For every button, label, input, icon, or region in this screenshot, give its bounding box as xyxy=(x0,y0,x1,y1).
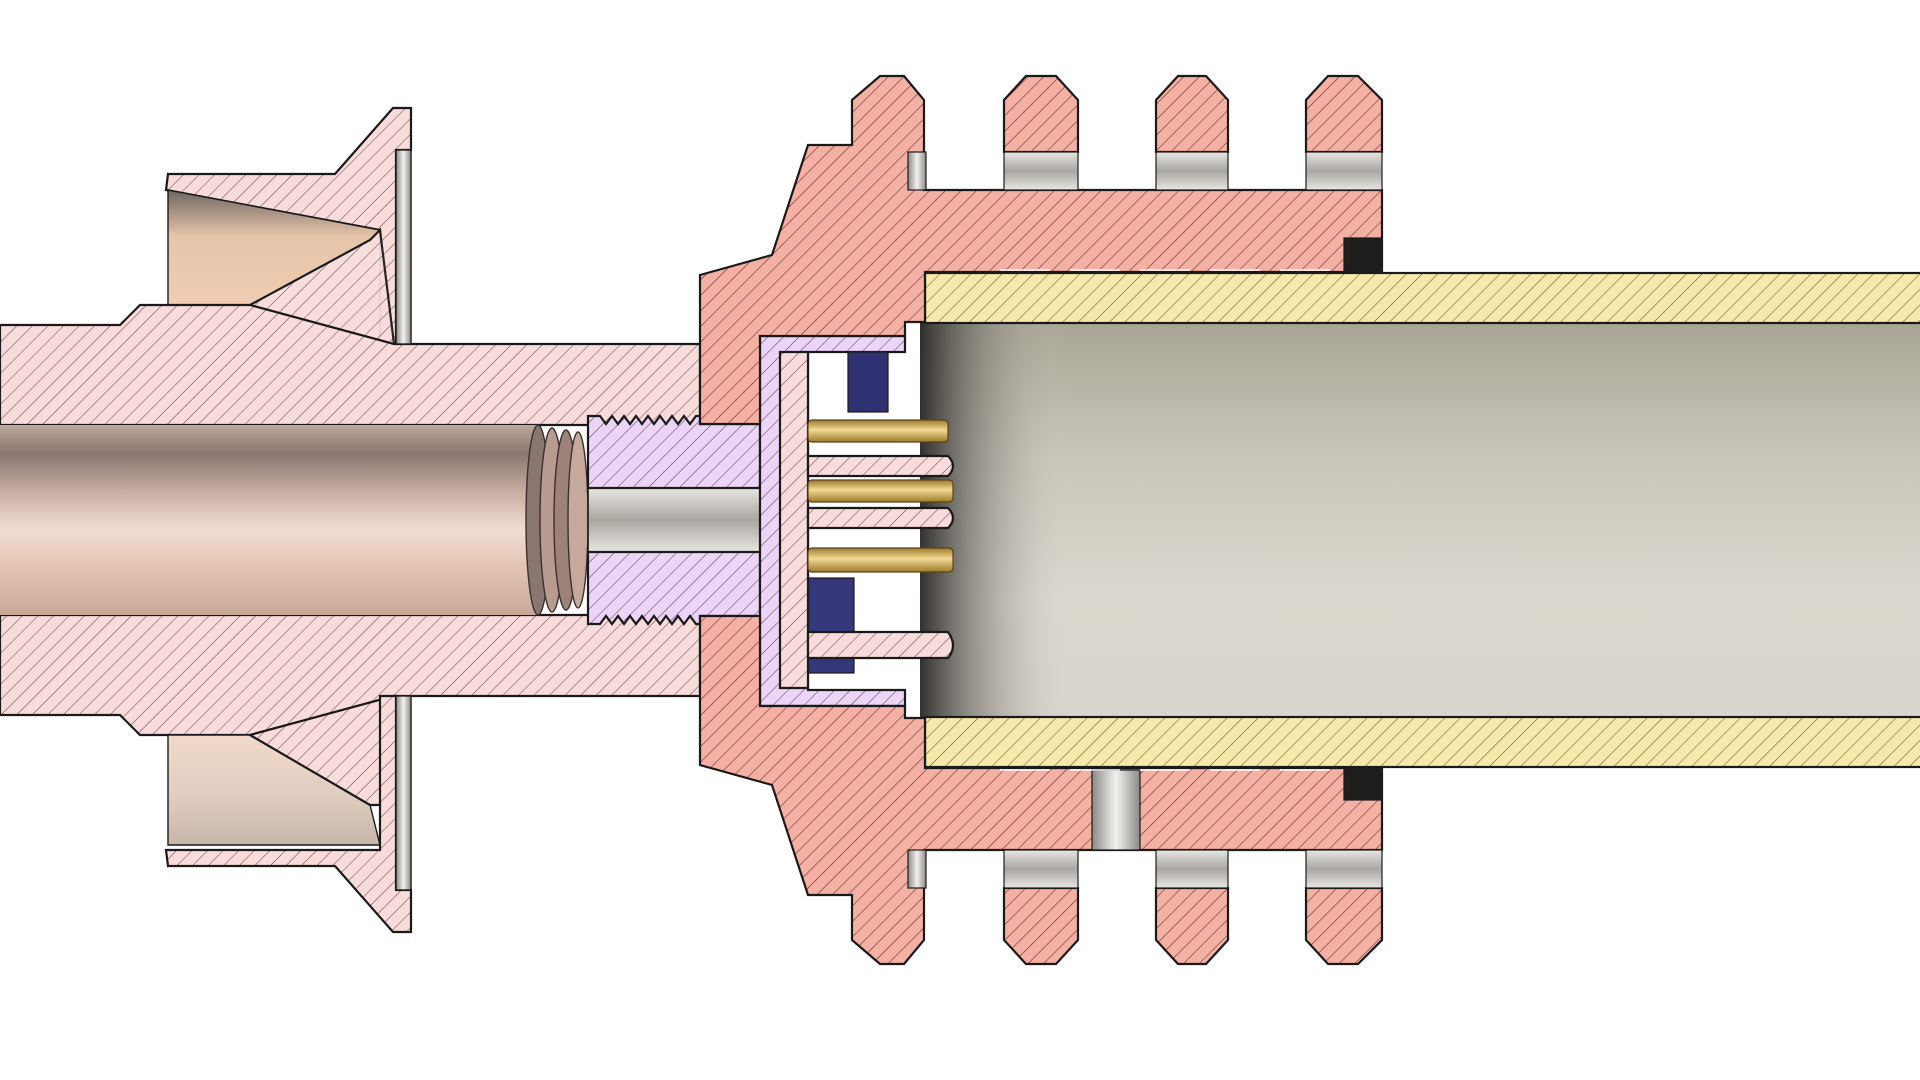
groove-bottom-1 xyxy=(1003,849,1079,889)
seal-top xyxy=(1343,237,1383,273)
cable-threads xyxy=(525,424,589,616)
contact-carrier xyxy=(778,350,955,690)
carrier-tine-3 xyxy=(806,630,955,660)
tube-wall-bottom xyxy=(923,715,1920,769)
pin-2 xyxy=(807,479,954,503)
tube-wall-top xyxy=(923,271,1920,325)
fin-top-3 xyxy=(1304,74,1384,154)
left-cavity-bottom xyxy=(167,734,381,846)
seal-bottom xyxy=(1343,767,1383,801)
contact-pins xyxy=(807,419,954,573)
groove-bottom-2 xyxy=(1155,849,1229,889)
fin-bottom-3 xyxy=(1304,886,1384,966)
cable xyxy=(0,424,789,616)
fin-bottom-2 xyxy=(1154,886,1230,966)
left-flange-edge-top xyxy=(395,149,412,345)
center-conductor xyxy=(587,487,789,553)
fin-bottom-1 xyxy=(1002,886,1080,966)
connector-body xyxy=(698,74,1384,966)
tube-bore xyxy=(920,322,1920,718)
groove-top-2 xyxy=(1155,151,1229,191)
pin-3 xyxy=(807,547,954,573)
carrier-tine-2 xyxy=(806,506,955,530)
left-fitting xyxy=(0,106,702,934)
pin-1 xyxy=(807,419,949,443)
cable-jacket xyxy=(0,425,540,615)
insulator-sleeve-bottom xyxy=(586,550,762,626)
left-flange-edge-bottom xyxy=(395,695,412,891)
groove-top-1 xyxy=(1003,151,1079,191)
dark-insert-top xyxy=(847,351,889,413)
insulator-sleeve-top xyxy=(586,414,762,490)
outer-tube xyxy=(920,271,1920,769)
fin-top-2 xyxy=(1154,74,1230,154)
groove-bottom-0 xyxy=(907,849,927,889)
carrier-tine-1 xyxy=(806,454,955,478)
groove-top-3 xyxy=(1305,151,1383,191)
groove-top-0 xyxy=(907,151,927,191)
groove-bottom-3 xyxy=(1305,849,1383,889)
fin-top-1 xyxy=(1002,74,1080,154)
carrier-plate xyxy=(778,350,810,690)
vent-hole-bottom xyxy=(1091,769,1141,851)
